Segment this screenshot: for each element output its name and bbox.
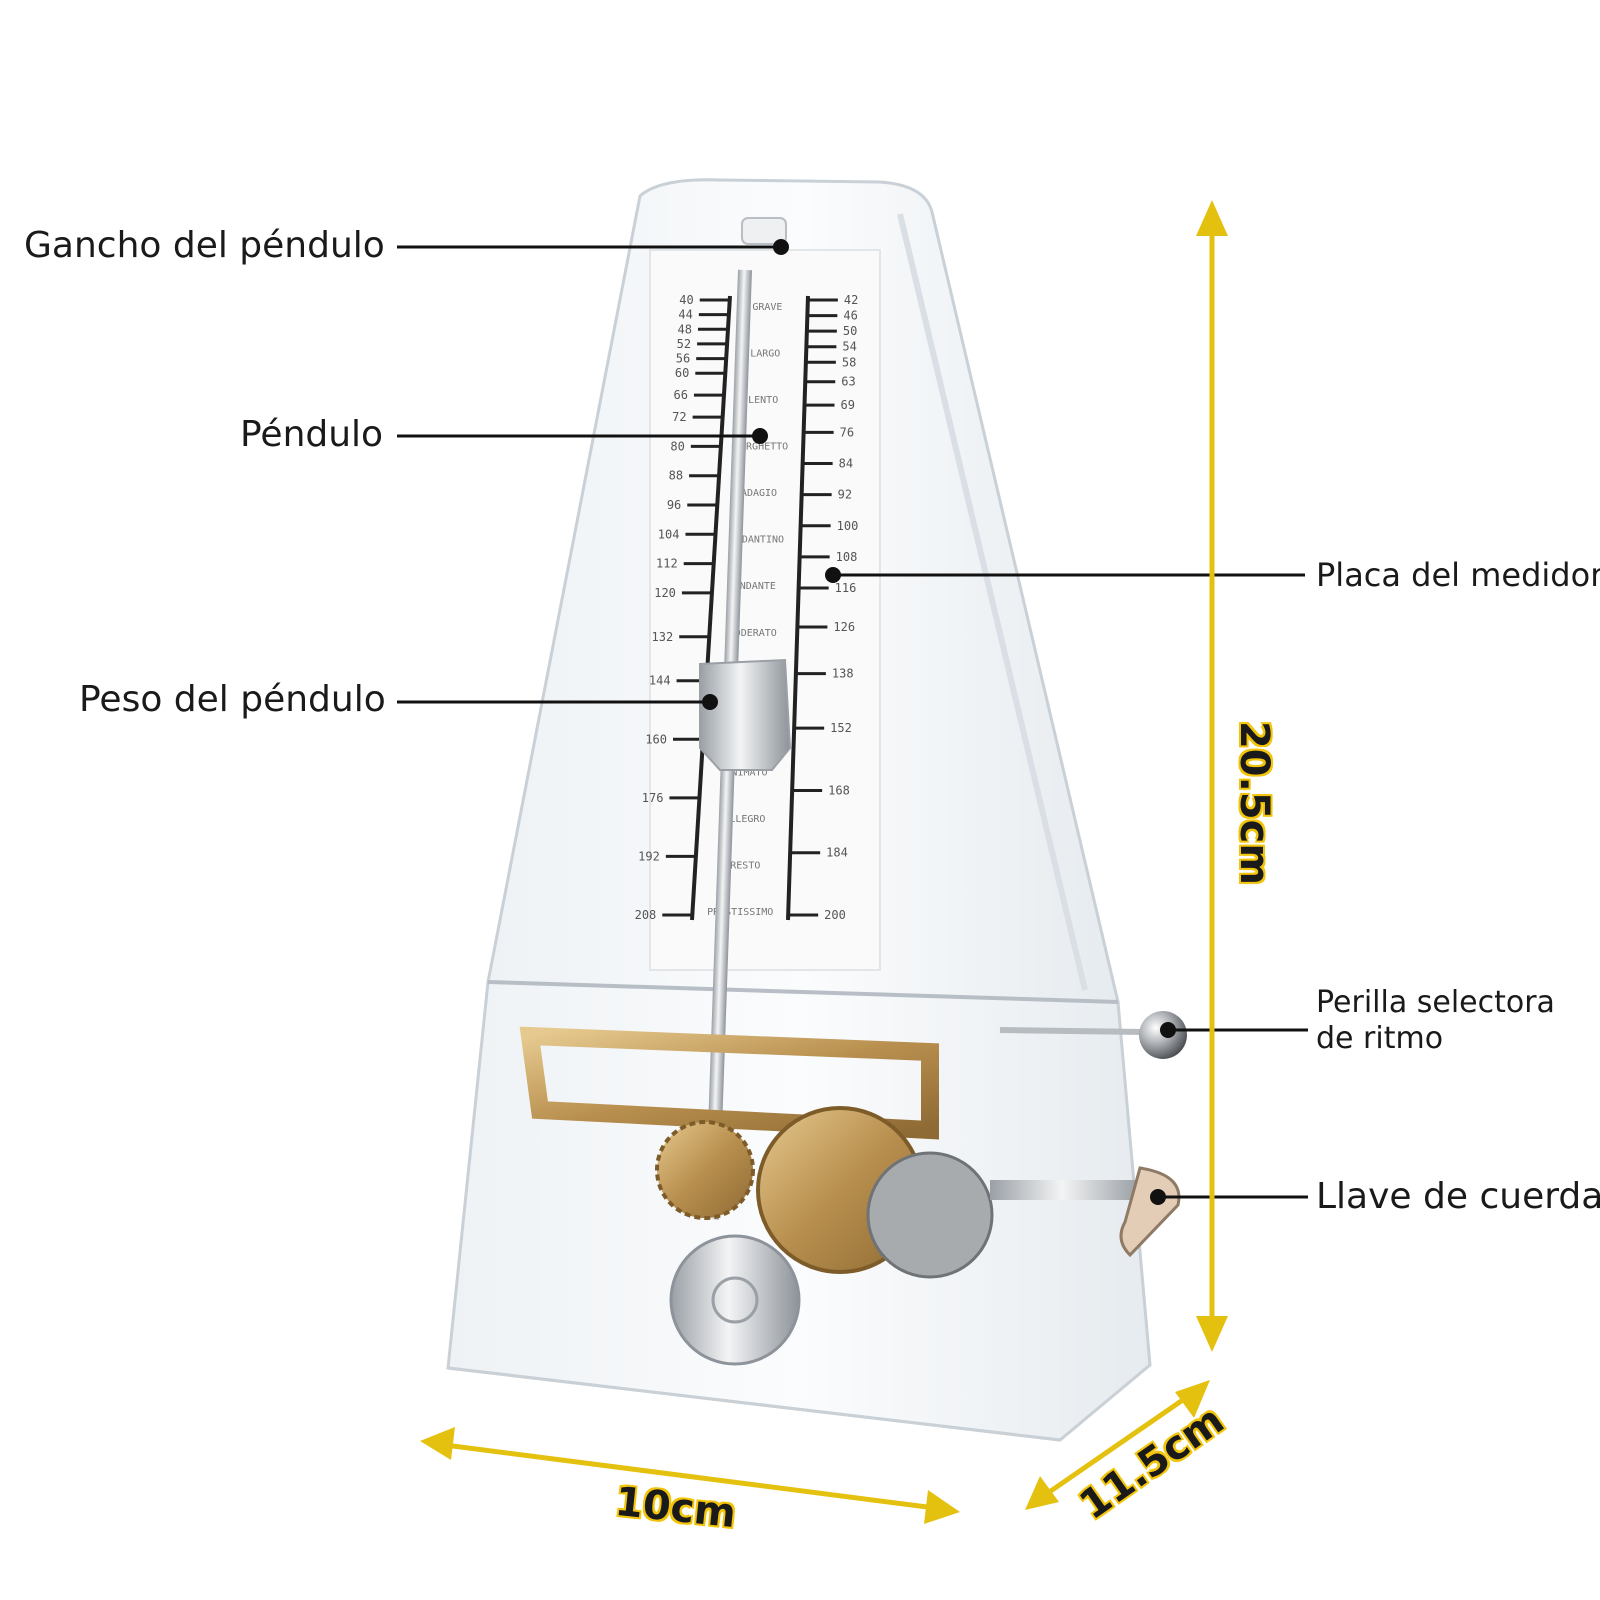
label-pendulum: Péndulo (240, 414, 384, 455)
left-scale-number: 48 (678, 322, 692, 336)
height-arrowhead-top (1196, 200, 1228, 236)
rhythm-shaft (999, 1027, 1146, 1035)
left-scale-number: 88 (669, 469, 683, 483)
left-scale-number: 144 (649, 674, 671, 688)
label-pendulum-hook: Gancho del péndulo (24, 225, 385, 266)
tempo-term: ALLEGRO (723, 814, 765, 825)
right-scale-number: 69 (841, 398, 855, 412)
right-scale-number: 200 (824, 908, 846, 922)
dimension-height: 20.5cm (1231, 720, 1278, 886)
scale-spine-right (786, 295, 810, 921)
depth-arrowhead-right (1175, 1380, 1210, 1418)
tempo-term: ADAGIO (741, 488, 777, 499)
tempo-term: LARGO (750, 349, 780, 360)
spring-barrel (866, 1151, 994, 1279)
gear-small (655, 1120, 755, 1220)
left-scale-number: 104 (658, 527, 680, 541)
left-scale-number: 66 (674, 388, 688, 402)
depth-arrow-line (1043, 1392, 1192, 1498)
leader-lines (397, 239, 1308, 1205)
label-gauge-plate: Placa del medidor (1316, 556, 1600, 594)
tempo-term: LENTO (748, 395, 778, 406)
leader-dot-hook (773, 239, 789, 255)
tempo-term: GRAVE (752, 302, 782, 313)
right-scale-number: 100 (837, 519, 859, 533)
left-scale-number: 132 (652, 630, 674, 644)
leader-dot-weight (702, 694, 718, 710)
case-edge-highlight (897, 213, 1088, 991)
left-scale-number: 72 (672, 410, 686, 424)
width-arrowhead-left (420, 1427, 455, 1460)
right-scale-number: 63 (841, 375, 855, 389)
case-rim (487, 980, 1119, 1004)
right-scale-number: 84 (839, 456, 853, 470)
label-winding-key: Llave de cuerda (1316, 1176, 1600, 1217)
left-scale-number: 176 (642, 791, 664, 805)
pendulum-weight (699, 658, 792, 771)
counterweight-center (711, 1276, 759, 1324)
winding-key (1119, 1166, 1181, 1258)
depth-arrowhead-left (1025, 1476, 1059, 1510)
right-scale-number: 54 (842, 340, 856, 354)
leader-dot-pendulum (752, 428, 768, 444)
leader-dot-plate (825, 567, 841, 583)
right-scale-number: 42 (844, 293, 858, 307)
base-front-edge (447, 1366, 1061, 1442)
gauge-plate (649, 249, 881, 971)
left-scale-number: 44 (678, 308, 692, 322)
right-scale-number: 76 (840, 425, 854, 439)
right-scale-number: 108 (836, 550, 858, 564)
label-pendulum-weight: Peso del péndulo (79, 679, 386, 720)
left-scale-number: 192 (638, 849, 660, 863)
right-scale-number: 152 (830, 721, 852, 735)
right-scale-number: 58 (842, 355, 856, 369)
left-scale-number: 208 (635, 908, 657, 922)
left-scale-number: 40 (679, 293, 693, 307)
label-rhythm-knob: Perilla selectora de ritmo (1316, 985, 1555, 1056)
width-arrowhead-right (924, 1490, 960, 1524)
scale-spine-left (690, 295, 732, 921)
right-scale-number: 92 (838, 488, 852, 502)
tempo-term: ANIMATO (725, 767, 767, 778)
tempo-term: LARGHETTO (734, 442, 788, 453)
pendulum-counterweight (669, 1234, 801, 1366)
right-scale-number: 50 (843, 324, 857, 338)
right-scale-number: 138 (832, 667, 854, 681)
right-scale-number: 126 (833, 620, 855, 634)
tempo-term: PRESTISSIMO (707, 907, 773, 918)
left-scale-number: 60 (675, 366, 689, 380)
left-scale-number: 160 (645, 732, 667, 746)
left-scale-number: 96 (667, 498, 681, 512)
right-scale-number: 46 (843, 309, 857, 323)
tempo-term: PRESTO (724, 860, 760, 871)
brass-frame (519, 1026, 939, 1140)
right-scale-number: 184 (826, 846, 848, 860)
leader-dot-knob (1160, 1022, 1176, 1038)
leader-dot-key (1150, 1189, 1166, 1205)
left-scale-number: 80 (670, 439, 684, 453)
dimension-arrows (420, 200, 1228, 1524)
left-scale-number: 56 (676, 352, 690, 366)
right-scale-number: 168 (828, 783, 850, 797)
width-arrow-line (444, 1442, 936, 1511)
tempo-term: ANDANTE (734, 581, 776, 592)
left-scale-number: 52 (677, 337, 691, 351)
left-scale-number: 112 (656, 557, 678, 571)
pendulum-hook (741, 217, 787, 245)
height-arrowhead-bottom (1196, 1316, 1228, 1352)
winding-shaft (990, 1180, 1150, 1200)
left-scale-number: 120 (654, 586, 676, 600)
tempo-term: MODERATO (729, 628, 777, 639)
right-scale-number: 116 (835, 581, 857, 595)
tempo-term: ANDANTINO (730, 535, 784, 546)
